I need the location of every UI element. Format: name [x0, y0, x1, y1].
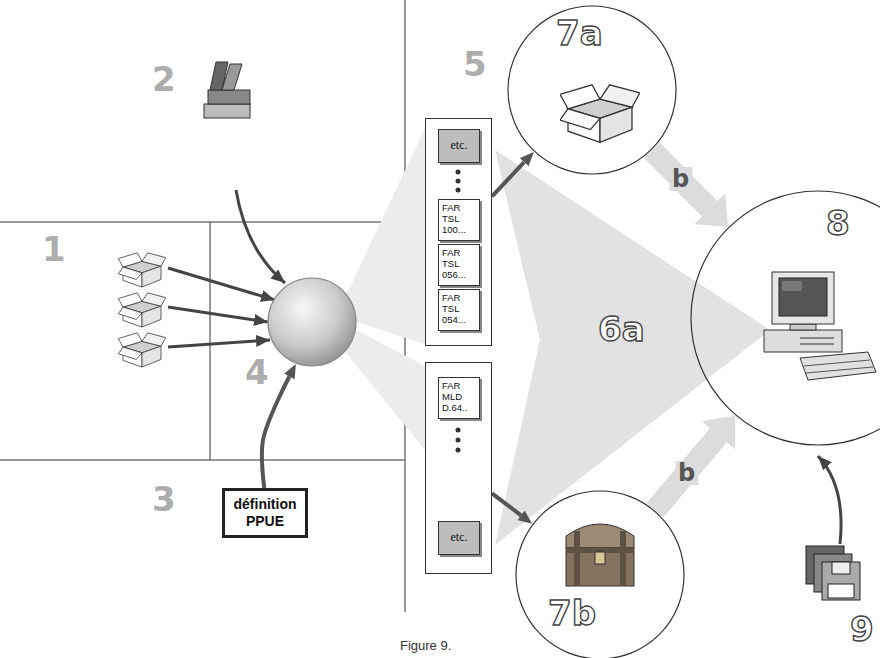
- callout-number: 4: [245, 355, 269, 389]
- file-box: etc.: [438, 521, 480, 555]
- callout-number: 7a: [556, 16, 603, 50]
- connectors: [262, 150, 718, 515]
- connector-arrow: [262, 376, 289, 488]
- chest-lock: [595, 552, 605, 564]
- carton-icon: [118, 293, 166, 327]
- box-text: FAR TSL 056...: [442, 248, 476, 281]
- circle-outline: [691, 191, 880, 445]
- file-box: FAR TSL 056...: [438, 244, 480, 286]
- region-lines: [0, 0, 405, 612]
- node-outline: [515, 490, 685, 658]
- dot: [456, 428, 461, 433]
- book-stack: [204, 62, 250, 118]
- transfer-wedge: [495, 150, 770, 545]
- computer: [764, 272, 876, 380]
- box-text: FAR TSL 054...: [442, 293, 476, 326]
- key-row: [804, 360, 870, 366]
- callout-number: 1: [42, 232, 66, 266]
- flow-band: [652, 150, 710, 208]
- box-text: FAR MLD D.64..: [442, 381, 476, 414]
- callout-number: 9: [850, 612, 874, 646]
- process-disc-shape: [268, 278, 356, 366]
- connector-arrow: [492, 493, 521, 515]
- input-arrow: [818, 456, 841, 544]
- drive-slot: [800, 344, 834, 345]
- callout-number: 7b: [548, 596, 596, 630]
- floppy-shutter: [832, 562, 850, 574]
- input-arrow: [168, 268, 275, 300]
- definition-box: définition PPUE: [222, 488, 308, 538]
- dot: [456, 179, 461, 184]
- divider-line: [0, 222, 405, 223]
- screen-glare: [782, 281, 802, 291]
- callout-number: 8: [826, 206, 850, 240]
- stage-circle: 8: [690, 190, 880, 446]
- box-text: définition PPUE: [229, 496, 301, 530]
- divider-line: [0, 460, 405, 461]
- box-text: etc.: [451, 531, 468, 545]
- open-carton: [560, 85, 640, 143]
- callout-number: 2: [152, 62, 176, 96]
- dot: [456, 188, 461, 193]
- callout-number: 3: [152, 482, 176, 516]
- book: [208, 90, 250, 104]
- input-arrow: [168, 307, 268, 322]
- file-box: FAR TSL 054...: [438, 289, 480, 331]
- file-list-panel: etc. FAR TSL 100... FAR TSL 056... FAR TSL …: [425, 118, 492, 346]
- edge-label: b: [669, 167, 692, 191]
- flow-band: [655, 435, 718, 510]
- floppy-label: [828, 584, 854, 598]
- file-box: FAR TSL 100...: [438, 199, 480, 241]
- chest-band: [574, 531, 580, 586]
- input-arrow: [236, 190, 285, 283]
- stage-circle: 7b: [515, 490, 685, 658]
- output-fan: [342, 330, 425, 450]
- drive-slot: [800, 338, 834, 339]
- treasure-chest: [566, 524, 634, 586]
- node-outline: [690, 190, 880, 446]
- book: [222, 64, 242, 90]
- callout-number: 5: [463, 47, 487, 81]
- circle-outline: [508, 6, 676, 174]
- keyboard: [800, 352, 876, 380]
- output-fan: [344, 128, 425, 344]
- figure-caption: Figure 9.: [400, 638, 451, 653]
- floppy-disks: [806, 546, 860, 600]
- monitor-base: [790, 324, 816, 330]
- screen: [779, 278, 827, 316]
- input-arrow: [168, 340, 270, 347]
- connector-arrow: [492, 162, 524, 196]
- callout-number: 6a: [598, 312, 645, 346]
- file-box: FAR MLD D.64..: [438, 377, 480, 419]
- carton-icon: [118, 253, 166, 287]
- divider-line: [210, 222, 211, 460]
- dot: [456, 170, 461, 175]
- monitor: [772, 272, 834, 324]
- box-text: FAR TSL 100...: [442, 203, 476, 236]
- edge-label: b: [675, 461, 698, 485]
- carton-icon: [118, 333, 166, 367]
- chest-band: [620, 531, 626, 586]
- computer-case: [764, 330, 842, 352]
- box-text: etc.: [451, 139, 468, 153]
- node-outline: [267, 277, 357, 367]
- dot: [456, 448, 461, 453]
- process-disc: 4: [267, 277, 357, 367]
- key-row: [806, 367, 873, 373]
- stage-circle: 7a: [507, 5, 677, 175]
- book: [204, 104, 250, 118]
- file-box: etc.: [438, 129, 480, 163]
- dot: [456, 438, 461, 443]
- circle-outline: [516, 491, 684, 658]
- floppy: [822, 562, 860, 600]
- file-list-panel: FAR MLD D.64.. etc.: [425, 362, 492, 574]
